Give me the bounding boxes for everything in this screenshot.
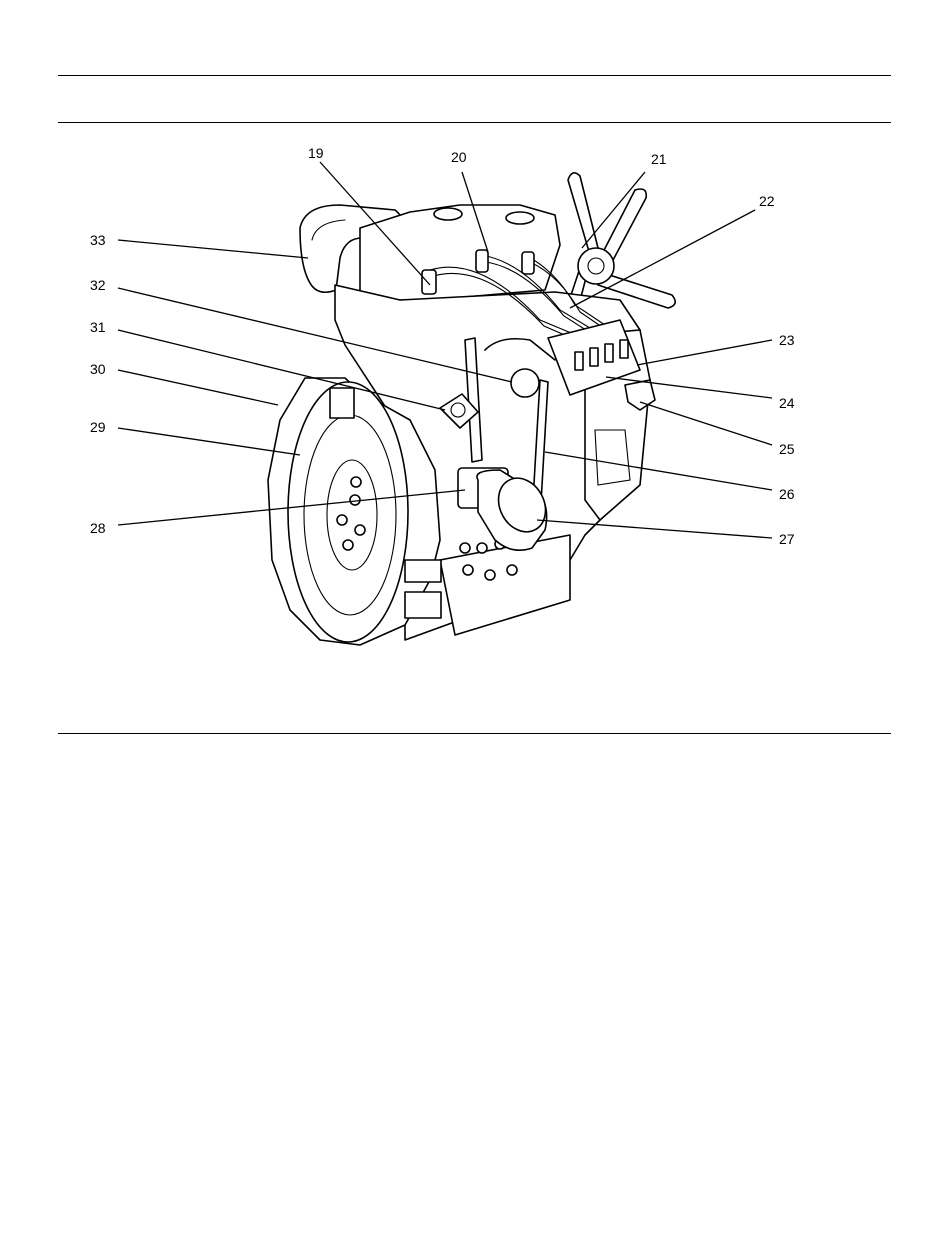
leader-33: [118, 240, 308, 258]
callout-25: 25: [779, 441, 795, 457]
callout-21: 21: [651, 151, 667, 167]
callout-26: 26: [779, 486, 795, 502]
callout-29: 29: [90, 419, 106, 435]
callout-33: 33: [90, 232, 106, 248]
callout-22: 22: [759, 193, 775, 209]
callout-19: 19: [308, 145, 324, 161]
callout-20: 20: [451, 149, 467, 165]
callout-31: 31: [90, 319, 106, 335]
leader-30: [118, 370, 278, 405]
callout-24: 24: [779, 395, 795, 411]
callout-23: 23: [779, 332, 795, 348]
leader-25: [640, 402, 772, 445]
leader-23: [637, 340, 772, 365]
engine-illustration: [268, 173, 675, 645]
callout-28: 28: [90, 520, 106, 536]
callout-32: 32: [90, 277, 106, 293]
callout-30: 30: [90, 361, 106, 377]
leader-29: [118, 428, 300, 455]
callout-27: 27: [779, 531, 795, 547]
